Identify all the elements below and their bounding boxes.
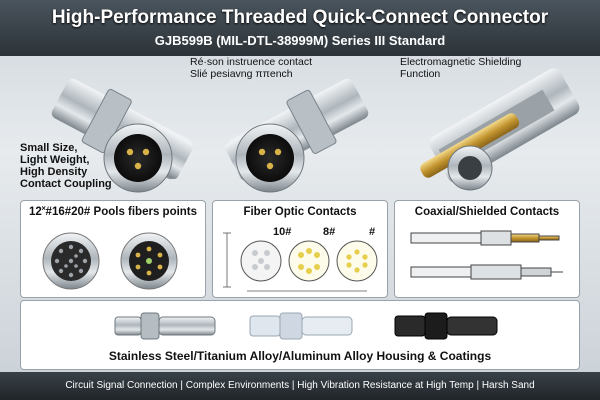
panel-pin-layouts: 12˟#16#20# Pools fibers points [20, 200, 206, 298]
page-title: High-Performance Threaded Quick-Connect … [51, 7, 549, 28]
connector-image-left [51, 78, 194, 193]
fiber-label-other: # [369, 226, 375, 238]
caption-left: Small Size, Light Weight, High Density C… [20, 142, 112, 190]
connector-image-middle [224, 78, 369, 193]
panel-fiber-optic: Fiber Optic Contacts 10# 8# # [212, 200, 388, 298]
panel-pin-layouts-title: 12˟#16#20# Pools fibers points [28, 206, 198, 218]
connector-image-right [420, 68, 580, 191]
coaxial-diagram [410, 230, 563, 280]
footer-text: Circuit Signal Connection | Complex Envi… [65, 380, 535, 391]
housing-stainless-steel [114, 312, 216, 340]
fiber-optic-diagram: 10# 8# # [223, 226, 378, 292]
housing-title: Stainless Steel/Titanium Alloy/Aluminum … [108, 349, 492, 363]
panel-coaxial-title: Coaxial/Shielded Contacts [414, 206, 560, 218]
header-banner: High-Performance Threaded Quick-Connect … [0, 0, 600, 56]
caption-right: Electromagnetic Shielding Function [400, 56, 522, 80]
fiber-label-10: 10# [273, 226, 291, 238]
pin-layout-diagram [42, 232, 178, 290]
panel-coaxial: Coaxial/Shielded Contacts [394, 200, 580, 298]
housing-row: Stainless Steel/Titanium Alloy/Aluminum … [20, 300, 580, 370]
page-subtitle: GJB599B (MIL-DTL-38999M) Series III Stan… [154, 33, 446, 48]
panel-fiber-optic-title: Fiber Optic Contacts [243, 206, 357, 218]
footer-bar: Circuit Signal Connection | Complex Envi… [0, 372, 600, 400]
housing-black-coating [394, 312, 498, 340]
caption-middle: Ré·son instruence contact Slié pesiavng … [190, 56, 312, 80]
housing-aluminum-alloy [249, 312, 353, 340]
fiber-label-8: 8# [323, 226, 335, 238]
